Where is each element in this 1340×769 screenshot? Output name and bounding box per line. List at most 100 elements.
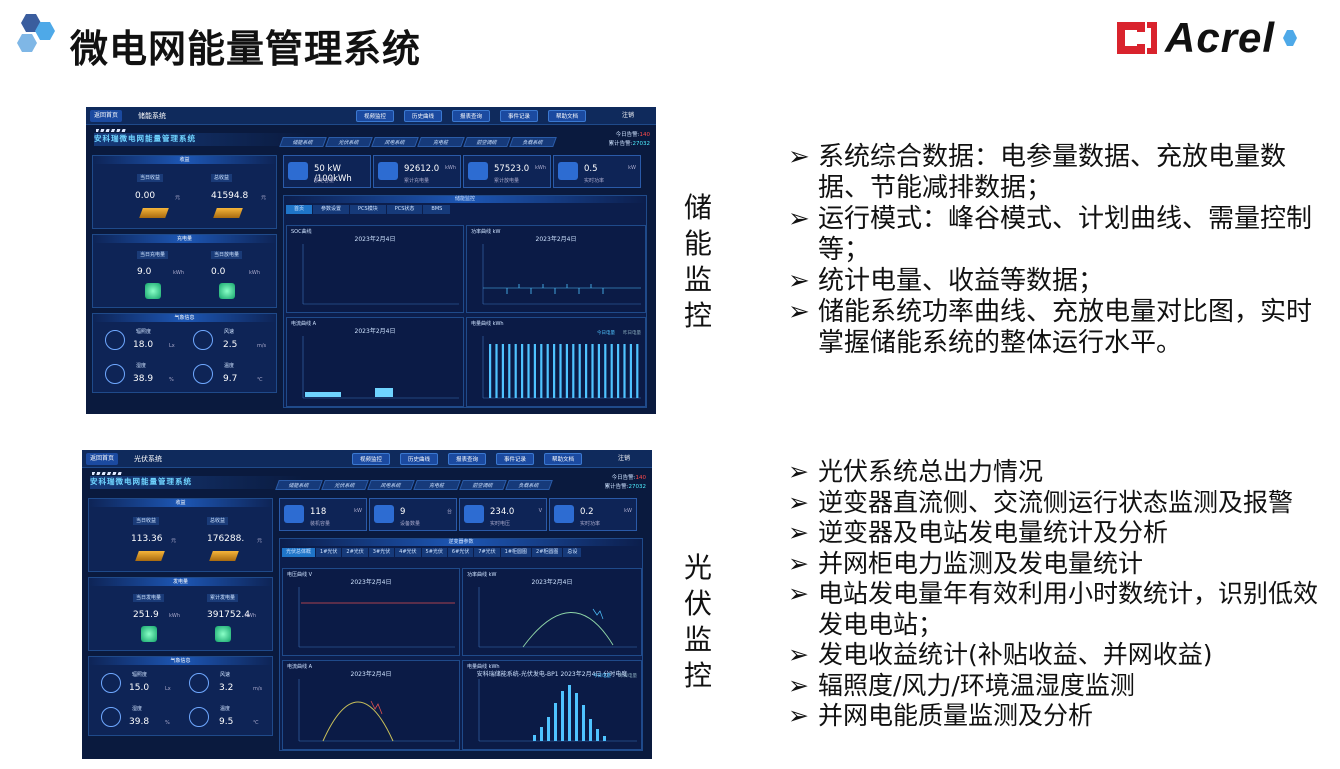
chart-title: 功率曲线 kW xyxy=(471,229,501,235)
panel-label: 当日收益 xyxy=(137,174,164,182)
tab-system[interactable]: 充电桩 xyxy=(417,137,465,147)
today-alarm-value: 140 xyxy=(635,475,647,481)
tab-system[interactable]: 风电系统 xyxy=(371,137,419,147)
humidity-icon xyxy=(105,364,125,384)
chart-date: 2023年2月4日 xyxy=(350,579,392,586)
chart-date: 2023年2月4日 xyxy=(350,671,392,678)
sub-tab[interactable]: 3#光伏 xyxy=(368,548,395,557)
toolbar-button[interactable]: 事件记录 xyxy=(500,110,538,122)
tab-system[interactable]: 储能系统 xyxy=(275,480,323,490)
back-home-button[interactable]: 返回首页 xyxy=(90,110,123,122)
card-value: 50 kW /100kWh xyxy=(314,164,352,184)
legend-item: 昨日电量 xyxy=(623,331,641,336)
panel-value: 0.00 xyxy=(135,191,156,201)
card-value: 118 xyxy=(310,507,327,517)
weather-label: 风速 xyxy=(220,672,231,678)
banner-stripes xyxy=(92,472,122,475)
weather-value: 18.0 xyxy=(133,340,154,350)
coin-stack-icon xyxy=(209,551,239,561)
device-icon xyxy=(374,505,394,523)
back-home-button[interactable]: 返回首页 xyxy=(86,453,119,465)
toolbar-button[interactable]: 报表查询 xyxy=(448,453,486,465)
toolbar-button[interactable]: 历史曲线 xyxy=(400,453,438,465)
panel-unit: % xyxy=(169,377,174,383)
battery-icon xyxy=(141,626,157,642)
weather-value: 3.2 xyxy=(219,683,234,693)
sub-tab[interactable]: PCS状态 xyxy=(386,205,423,214)
toolbar-button[interactable]: 历史曲线 xyxy=(404,110,442,122)
sub-tab[interactable]: 总设 xyxy=(563,548,582,557)
toolbar-button[interactable]: 视频监控 xyxy=(352,453,390,465)
tab-system[interactable]: 前空调统 xyxy=(463,137,511,147)
chart-plot xyxy=(482,336,641,399)
weather-value: 2.5 xyxy=(223,340,238,350)
weather-label: 风速 xyxy=(224,329,235,335)
card-value: 92612.0 xyxy=(404,164,440,174)
pv-feature-list: 光伏系统总出力情况 逆变器直流侧、交流侧运行状态监测及报警 逆变器及电站发电量统… xyxy=(788,457,1333,732)
energy-panel: 充电量 当日充电量 当日放电量 9.0 kWh 0.0 kWh xyxy=(92,234,277,308)
card-unit: V xyxy=(538,508,542,514)
acrel-logo: Acrel xyxy=(1115,14,1298,62)
section-label-pv: 光伏监控 xyxy=(683,551,712,692)
sub-tab[interactable]: 2#光伏 xyxy=(342,548,368,557)
storage-dashboard-screenshot: 返回首页 储能系统视频监控历史曲线报表查询事件记录帮助文档注销安科瑞微电网能量管… xyxy=(86,107,656,414)
chart-date: 2023年2月4日 xyxy=(354,328,396,335)
card-label: 装机容量 xyxy=(310,521,331,527)
sub-tab[interactable]: 6#光伏 xyxy=(447,548,474,557)
sub-tab[interactable]: BMS xyxy=(423,205,451,214)
panel-unit: 元 xyxy=(261,195,267,201)
today-alarm-label: 今日告警: xyxy=(611,475,636,481)
sub-tab[interactable]: 7#光伏 xyxy=(474,548,500,557)
trend-chart: 电流曲线 A 2023年2月4日 xyxy=(282,660,460,750)
panel-unit: ℃ xyxy=(253,720,259,726)
logout-link[interactable]: 注销 xyxy=(622,112,635,119)
sub-tab[interactable]: 4#光伏 xyxy=(395,548,421,557)
sub-tab[interactable]: 2#柜圆图 xyxy=(532,548,563,557)
toolbar-button[interactable]: 帮助文档 xyxy=(544,453,582,465)
panel-label: 当日放电量 xyxy=(211,251,243,259)
tab-system[interactable]: 前空调统 xyxy=(459,480,507,490)
weather-value: 9.5 xyxy=(219,717,234,727)
panel-label: 当日发电量 xyxy=(133,594,165,602)
tab-system[interactable]: 负载系统 xyxy=(509,137,557,147)
system-tabs: 储能系统光伏系统风电系统充电桩前空调统负载系统 xyxy=(275,480,553,490)
chart-title: 电流曲线 A xyxy=(287,664,313,670)
tab-system[interactable]: 负载系统 xyxy=(505,480,553,490)
list-item: 逆变器及电站发电量统计及分析 xyxy=(788,518,1333,549)
tab-system[interactable]: 光伏系统 xyxy=(321,480,369,490)
today-alarm-label: 今日告警: xyxy=(615,132,640,138)
sub-tab[interactable]: 1#柜圆图 xyxy=(500,548,532,557)
toolbar-button[interactable]: 事件记录 xyxy=(496,453,534,465)
panel-unit: m/s xyxy=(253,686,263,692)
weather-value: 15.0 xyxy=(129,683,150,693)
sub-tab[interactable]: 光伏总体概 xyxy=(282,548,316,557)
toolbar-button[interactable]: 帮助文档 xyxy=(548,110,586,122)
revenue-panel: 收益 当日收益 总收益 113.36 元 176288. 元 xyxy=(88,498,273,572)
tab-system[interactable]: 储能系统 xyxy=(279,137,327,147)
sub-tab[interactable]: 1#光伏 xyxy=(316,548,342,557)
device-icon xyxy=(464,505,484,523)
energy-panel: 发电量 当日发电量 累计发电量 251.9 kWh 391752.4 kWh xyxy=(88,577,273,651)
sub-tab[interactable]: 首页 xyxy=(286,205,313,214)
sub-tab[interactable]: 参数设置 xyxy=(313,205,350,214)
tab-system[interactable]: 光伏系统 xyxy=(325,137,373,147)
panel-label: 总收益 xyxy=(211,174,233,182)
toolbar-button[interactable]: 视频监控 xyxy=(356,110,394,122)
sub-tab[interactable]: PCS模块 xyxy=(350,205,386,214)
chart-plot xyxy=(478,679,637,742)
weather-value: 9.7 xyxy=(223,374,238,384)
battery-icon xyxy=(215,626,231,642)
chart-plot xyxy=(482,244,641,305)
tab-system[interactable]: 风电系统 xyxy=(367,480,415,490)
temperature-icon xyxy=(189,707,209,727)
tab-system[interactable]: 充电桩 xyxy=(413,480,461,490)
sub-tab[interactable]: 5#光伏 xyxy=(421,548,447,557)
panel-unit: m/s xyxy=(257,343,267,349)
panel-header: 收益 xyxy=(93,156,276,164)
toolbar-button[interactable]: 报表查询 xyxy=(452,110,490,122)
logout-link[interactable]: 注销 xyxy=(618,455,631,462)
wind-icon xyxy=(193,330,213,350)
